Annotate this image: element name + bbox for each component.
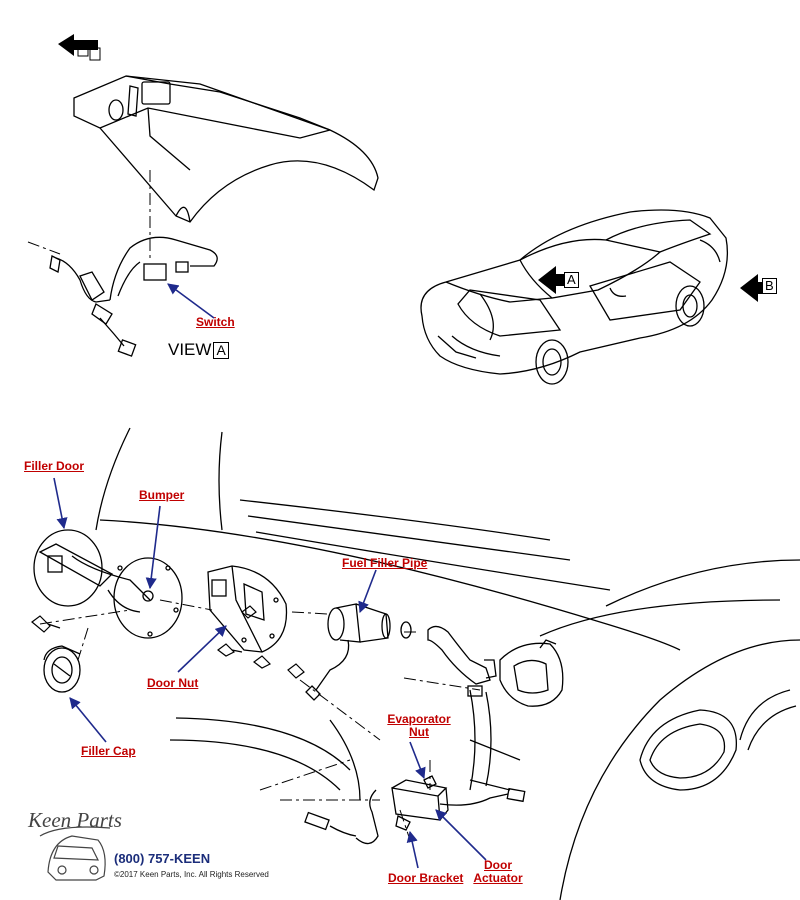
callout-filler-cap[interactable]: Filler Cap [81, 744, 136, 758]
view-a-arrow-car-icon [538, 266, 570, 294]
door-actuator-part [304, 775, 526, 845]
callout-door-actuator[interactable]: Door Actuator [473, 858, 523, 885]
phone-number[interactable]: (800) 757-KEEN [114, 851, 211, 866]
arrow-a-letter: A [564, 272, 579, 288]
view-letter-box: A [213, 341, 229, 359]
arrow-b-letter: B [762, 278, 777, 294]
callout-fuel-filler-pipe[interactable]: Fuel Filler Pipe [342, 556, 428, 570]
copyright-text: ©2017 Keen Parts, Inc. All Rights Reserv… [114, 870, 269, 879]
body-panel-lines [95, 427, 800, 900]
filler-housing-part [207, 565, 288, 653]
tank-neck-part [499, 639, 564, 707]
callout-bumper[interactable]: Bumper [139, 488, 185, 502]
view-a-arrow-icon [58, 34, 101, 61]
callout-filler-door[interactable]: Filler Door [24, 459, 85, 473]
view-word: VIEW [168, 340, 212, 359]
callout-evaporator-nut[interactable]: Evaporator Nut [387, 712, 451, 739]
fuel-filler-pipe-part [305, 603, 497, 701]
view-b-arrow-icon [740, 274, 764, 302]
callout-leaders [53, 477, 487, 869]
fasteners [31, 605, 305, 679]
console-bezel [73, 75, 379, 223]
keen-parts-logo: Keen Parts [28, 808, 122, 832]
callout-switch[interactable]: Switch [196, 315, 235, 329]
callout-door-bracket[interactable]: Door Bracket [388, 871, 464, 885]
filler-cap-part [43, 645, 81, 693]
switch-wiring-harness [49, 236, 218, 357]
callout-door-nut[interactable]: Door Nut [147, 676, 199, 690]
filler-door-part [33, 529, 183, 639]
car-illustration [420, 209, 729, 385]
switch-leader [167, 283, 215, 319]
keen-parts-logo-car-icon [39, 826, 111, 881]
view-a-centerline [27, 170, 151, 260]
view-a-label: VIEW A [168, 340, 229, 360]
